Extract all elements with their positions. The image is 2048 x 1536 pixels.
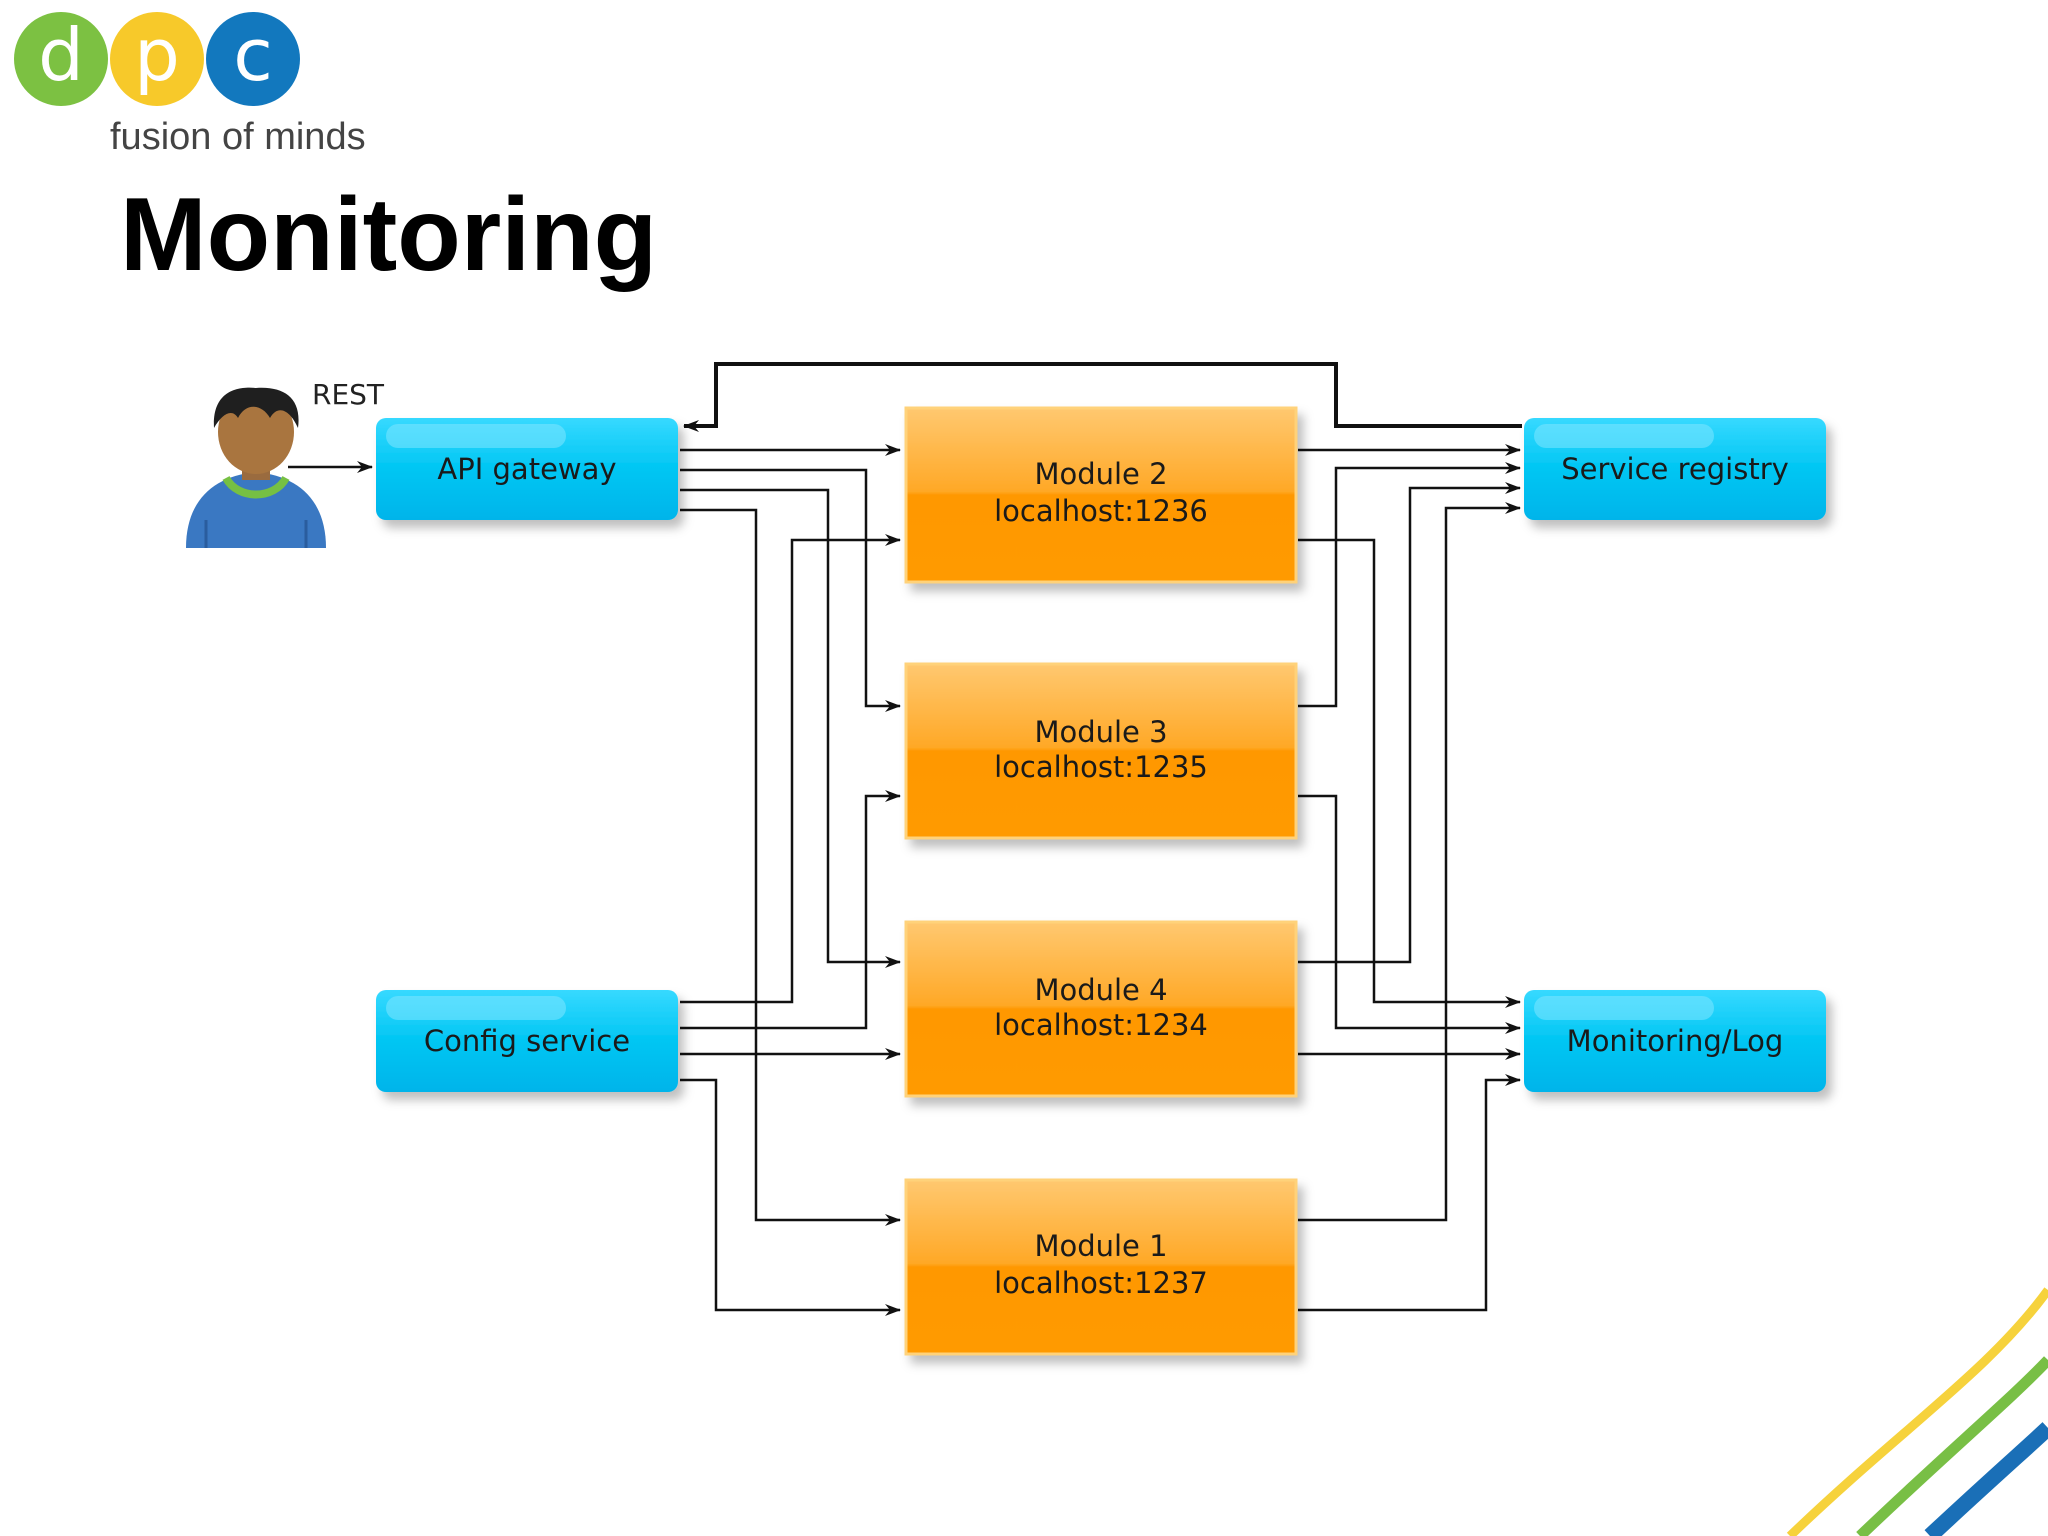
logo-letter-p: p (110, 12, 204, 106)
node-service-registry (1524, 418, 1826, 520)
service-registry-label: Service registry (1561, 452, 1789, 486)
logo-letter-c: c (206, 12, 300, 106)
edge-config-m3 (680, 790, 901, 1030)
edge-config-m2 (680, 534, 901, 1004)
rest-label: REST (312, 378, 385, 411)
edge-api-m4 (680, 488, 901, 968)
edge-api-m1 (680, 508, 901, 1226)
config-service-label: Config service (424, 1024, 630, 1058)
logo-tagline: fusion of minds (110, 116, 366, 158)
edge-registry-api (683, 362, 1522, 432)
edge-m1-monitor (1298, 1074, 1521, 1312)
node-module-1 (904, 1178, 1298, 1356)
module-4-address: localhost:1234 (994, 1008, 1208, 1042)
page-title: Monitoring (120, 177, 658, 293)
node-module-4 (904, 920, 1298, 1098)
module-1-name: Module 1 (1034, 1229, 1167, 1263)
edge-m2-monitor (1298, 538, 1521, 1008)
api-gateway-label: API gateway (437, 452, 616, 486)
module-3-name: Module 3 (1034, 715, 1167, 749)
module-1-address: localhost:1237 (994, 1266, 1208, 1300)
edge-m3-registry (1298, 462, 1521, 708)
edge-m1-registry (1298, 502, 1521, 1222)
dpc-logo: d p c fusion of minds (14, 12, 366, 172)
module-4-name: Module 4 (1034, 973, 1167, 1007)
node-api-gateway (376, 418, 678, 520)
module-2-name: Module 2 (1034, 457, 1167, 491)
user-icon (186, 387, 326, 548)
node-monitoring-log (1524, 990, 1826, 1092)
logo-letter-d: d (14, 12, 108, 106)
edge-m3-monitor (1298, 794, 1521, 1034)
node-module-2 (904, 406, 1298, 584)
node-module-3 (904, 662, 1298, 840)
module-2-address: localhost:1236 (994, 494, 1208, 528)
edge-api-m3 (680, 468, 901, 712)
module-3-address: localhost:1235 (994, 750, 1208, 784)
edge-config-m1 (680, 1078, 901, 1316)
monitoring-log-label: Monitoring/Log (1567, 1024, 1784, 1058)
node-config-service (376, 990, 678, 1092)
edge-m4-registry (1298, 482, 1521, 964)
